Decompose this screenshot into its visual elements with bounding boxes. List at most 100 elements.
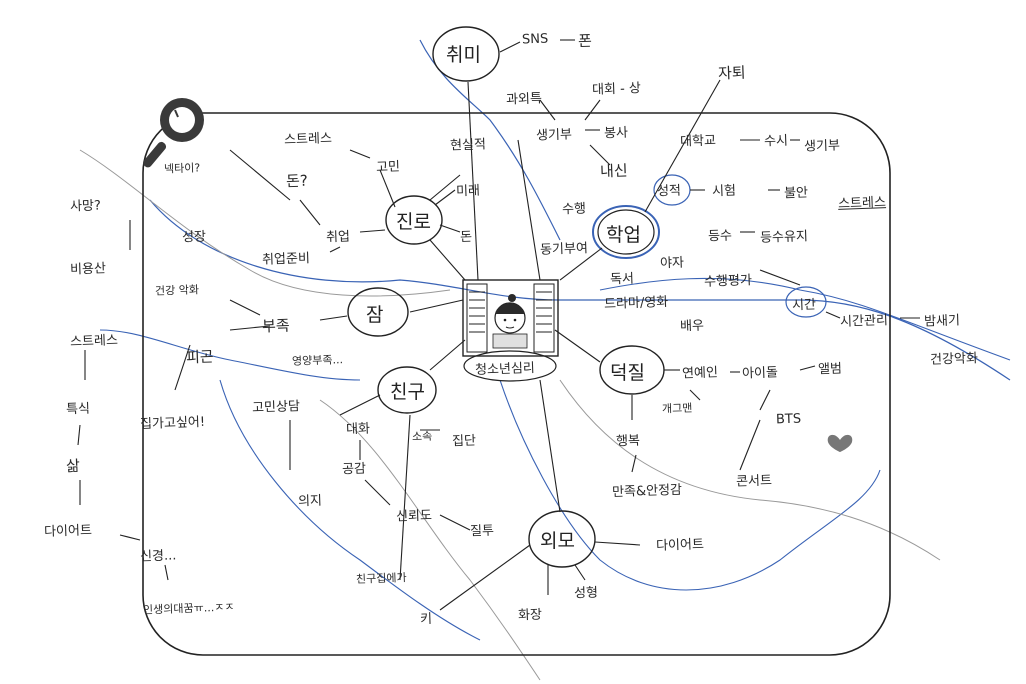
label-money-q: 돈?	[285, 171, 309, 191]
node-friend[interactable]: 친구	[390, 381, 425, 403]
blue-curve	[149, 199, 1011, 381]
node-circle-time	[785, 286, 827, 318]
blue-curve	[99, 329, 361, 381]
label-tired: 피곤	[185, 347, 214, 367]
label-perform: 수행	[561, 201, 587, 218]
blue-curve	[499, 379, 881, 591]
label-diet-left: 다이어트	[43, 523, 93, 540]
center-label: 청소년심리	[474, 360, 536, 379]
label-time: 시간	[791, 297, 817, 314]
label-nutri: 영양부족...	[291, 353, 344, 368]
node-circle-sleep	[347, 287, 409, 337]
label-realistic: 현실적	[449, 137, 487, 154]
label-happy: 행복	[615, 433, 641, 450]
label-bts: BTS	[775, 411, 802, 428]
label-life: 삶	[65, 456, 81, 476]
label-height: 키	[419, 611, 433, 628]
label-volunteer: 봉사	[603, 125, 629, 142]
label-rely: 의지	[297, 493, 323, 510]
label-stress-left: 스트레스	[69, 333, 119, 350]
label-celeb: 연예인	[681, 365, 719, 382]
label-stress-right: 스트레스	[837, 195, 887, 212]
label-album: 앨범	[817, 361, 843, 378]
label-friend-home: 친구집에가	[355, 571, 407, 586]
label-health: 건강 악화	[154, 283, 200, 298]
label-exam: 시험	[711, 183, 737, 200]
label-group: 집단	[451, 433, 477, 450]
label-money: 돈	[459, 229, 473, 246]
heart-icon	[827, 434, 853, 452]
label-job: 취업	[325, 229, 351, 246]
label-pressure: 신경...	[139, 548, 177, 565]
node-circle-friend	[377, 366, 437, 414]
label-all-nighter: 밤새기	[923, 313, 961, 330]
node-circle-study	[592, 205, 660, 259]
label-sympathy: 공감	[341, 461, 367, 478]
label-perf-eval: 수행평가	[703, 273, 753, 290]
label-keep-rank: 등수유지	[759, 229, 809, 246]
node-circle-center	[463, 350, 557, 382]
label-anxiety: 불안	[783, 185, 809, 202]
label-belong: 소속	[411, 429, 433, 444]
label-lecture: 과외특	[505, 91, 543, 108]
label-reading: 독서	[609, 271, 635, 288]
label-future: 미래	[455, 183, 481, 200]
grey-curve	[79, 149, 451, 297]
node-hobby[interactable]: 취미	[446, 44, 481, 66]
label-death-wish: 특식	[65, 401, 91, 418]
label-jealous: 질투	[469, 523, 495, 540]
node-circle-career	[385, 195, 443, 245]
node-sleep[interactable]: 잠	[366, 304, 384, 326]
label-talk: 대화	[345, 421, 371, 438]
label-saenggibu: 생기부	[803, 138, 841, 155]
label-neckties: 넥타이?	[163, 161, 201, 176]
label-trust: 신뢰도	[395, 508, 433, 525]
label-health-bad: 건강악화	[929, 351, 979, 368]
label-grades: 성적	[656, 183, 682, 200]
label-counsel: 고민상담	[251, 399, 301, 416]
label-diet: 다이어트	[655, 537, 705, 554]
label-lack: 부족	[261, 316, 290, 336]
node-circle-study2	[597, 209, 655, 255]
node-circle-looks	[528, 510, 596, 568]
label-univ: 대학교	[679, 133, 717, 150]
label-school-record: 생기부	[535, 127, 573, 144]
label-rank: 등수	[707, 228, 733, 245]
label-stress-top: 스트레스	[283, 131, 333, 148]
node-career[interactable]: 진로	[396, 211, 431, 233]
node-idol[interactable]: 덕질	[610, 362, 645, 384]
label-self-study: 자퇴	[717, 63, 746, 83]
node-looks[interactable]: 외모	[540, 530, 575, 552]
label-dream: 사망?	[69, 198, 102, 215]
label-home: 집가고싶어!	[139, 414, 206, 433]
grey-curve	[319, 399, 541, 681]
connectors	[77, 39, 920, 611]
label-actor: 배우	[679, 318, 705, 335]
label-gag: 개그맨	[661, 401, 693, 416]
label-life-worry: 인생의대꿈ㅠ...ㅈㅈ	[142, 600, 235, 617]
label-late-night: 야자	[659, 255, 685, 272]
frame-rect	[142, 112, 891, 656]
label-contest: 대회 - 상	[591, 81, 642, 98]
label-motivation: 동기부여	[539, 241, 589, 258]
label-time-mgmt: 시간관리	[839, 313, 889, 330]
label-growth: 성장	[181, 229, 207, 246]
blue-curve	[599, 277, 1011, 361]
label-satisfaction: 만족&안정감	[611, 482, 683, 501]
label-sns: SNS	[521, 31, 549, 48]
label-fashion: 성형	[573, 585, 599, 602]
grey-curve	[559, 379, 941, 561]
magnifier-icon	[143, 98, 204, 168]
label-naesin: 내신	[599, 161, 628, 181]
node-study[interactable]: 학업	[606, 224, 641, 246]
label-worry: 고민	[375, 159, 401, 176]
label-concert: 콘서트	[735, 473, 773, 490]
blue-curve	[219, 379, 481, 641]
label-drama: 드라마/영화	[603, 294, 669, 313]
center-window	[462, 279, 559, 357]
node-circle-hobby	[432, 26, 500, 82]
label-sick: 비용산	[69, 261, 107, 278]
label-outfit: 화장	[517, 607, 543, 624]
